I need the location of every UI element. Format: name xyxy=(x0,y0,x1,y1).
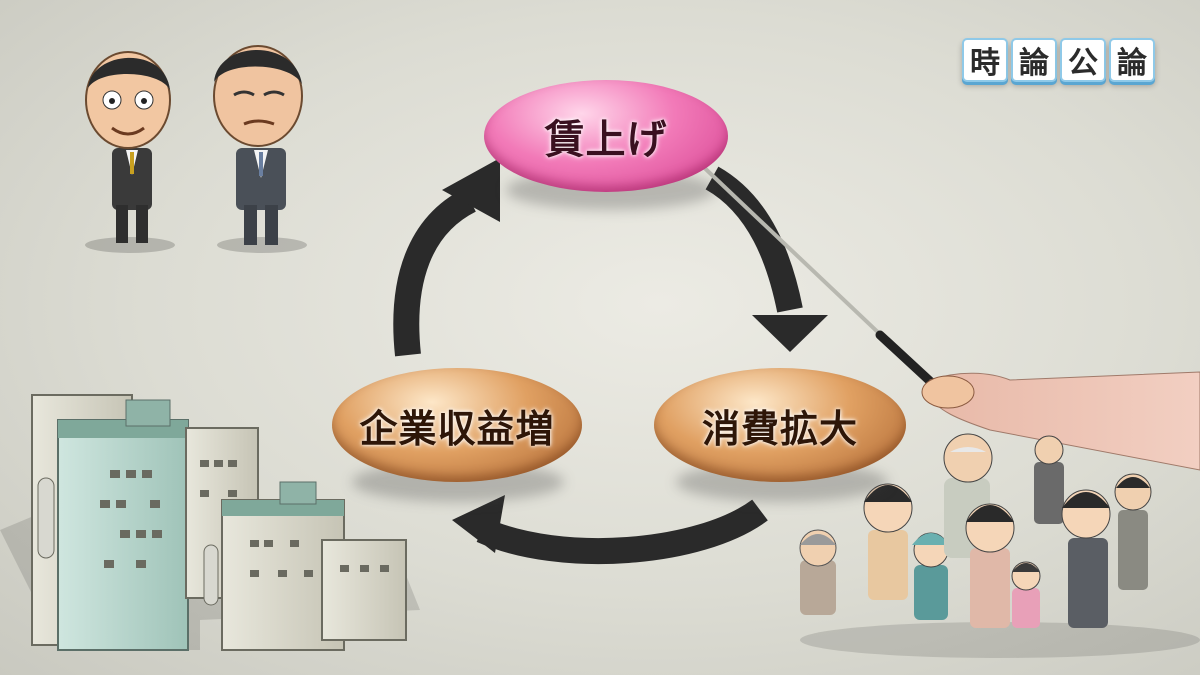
politician-caricature-left xyxy=(85,51,175,253)
pointer-stick xyxy=(689,153,950,400)
node-wage-increase: 賃上げ xyxy=(484,80,728,192)
office-building-group xyxy=(0,394,420,651)
node-consumption-expansion: 消費拡大 xyxy=(654,368,906,482)
node-label: 消費拡大 xyxy=(701,406,858,451)
arrow-profit-to-wage xyxy=(393,188,477,357)
arrowhead-left-icon xyxy=(452,495,505,553)
node-label: 賃上げ xyxy=(544,117,668,163)
logo-char: 時 xyxy=(962,38,1008,82)
arrow-wage-to-consumption xyxy=(705,166,803,313)
logo-char: 論 xyxy=(1109,38,1155,82)
node-label: 企業収益増 xyxy=(359,406,555,451)
arrow-heads xyxy=(442,158,828,553)
arrow-consumption-to-profit xyxy=(476,499,768,565)
program-logo: 時 論 公 論 xyxy=(962,38,1155,82)
presenter-arm xyxy=(921,371,1200,471)
arrowhead-up-icon xyxy=(442,158,500,222)
politician-caricature-right xyxy=(213,45,307,253)
crowd-of-people xyxy=(799,433,1200,658)
arrowhead-down-icon xyxy=(752,315,828,352)
logo-char: 論 xyxy=(1011,38,1057,82)
node-corporate-profit-increase: 企業収益増 xyxy=(332,368,582,482)
logo-char: 公 xyxy=(1060,38,1106,82)
